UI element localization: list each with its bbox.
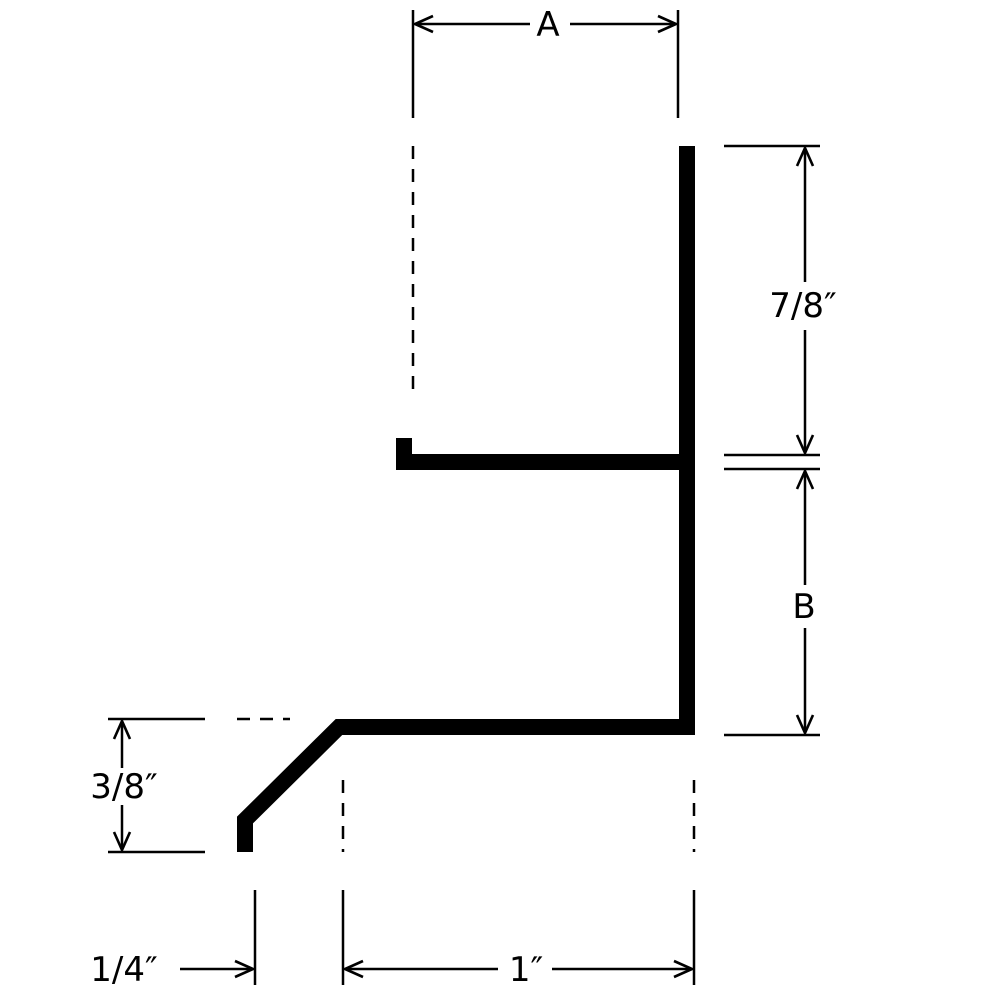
label-bottom-width: 1″ bbox=[509, 950, 543, 990]
label-a: A bbox=[536, 5, 559, 45]
dimension-arrows bbox=[122, 24, 805, 969]
label-left-offset: 1/4″ bbox=[90, 950, 157, 990]
profile-inner-flange bbox=[396, 438, 687, 470]
label-bottom-height: 3/8″ bbox=[90, 767, 157, 807]
label-b: B bbox=[792, 587, 815, 627]
profile-vertical-web bbox=[237, 146, 695, 852]
dashed-guides bbox=[237, 146, 696, 852]
profile-shape bbox=[237, 146, 695, 852]
extension-lines bbox=[108, 10, 820, 985]
label-top-height: 7/8″ bbox=[769, 286, 836, 326]
